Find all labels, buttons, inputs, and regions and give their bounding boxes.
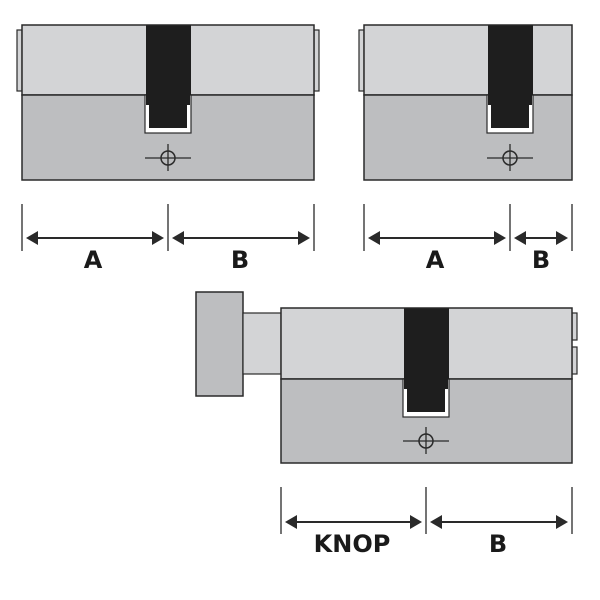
dimension-label-b: B: [231, 246, 249, 274]
cylinder-top-body: [363, 24, 573, 96]
dimension-label-b: B: [489, 530, 507, 558]
arrow-right-icon: [556, 231, 568, 245]
knob-cylinder: [195, 291, 578, 534]
arrow-left-icon: [430, 515, 442, 529]
cam-notch: [404, 379, 407, 389]
knob: [195, 291, 244, 397]
cam: [407, 379, 445, 412]
cam: [149, 95, 187, 128]
knob-shaft: [242, 312, 282, 375]
crosshair-icon: [502, 150, 518, 166]
dimension-label-a: A: [84, 246, 103, 274]
cam-notch: [488, 95, 491, 105]
half-cylinder: [358, 24, 573, 251]
cam-slot: [404, 308, 449, 380]
crosshair-icon: [418, 433, 434, 449]
arrow-right-icon: [298, 231, 310, 245]
cam-slot: [488, 25, 533, 96]
arrow-right-icon: [410, 515, 422, 529]
cam: [491, 95, 529, 128]
arrow-left-icon: [368, 231, 380, 245]
dimension-label-b: B: [532, 246, 550, 274]
cylinder-bottom-body: [363, 94, 573, 181]
cam-notch: [187, 95, 190, 105]
cam-notch: [146, 95, 149, 105]
arrow-right-icon: [152, 231, 164, 245]
arrow-left-icon: [514, 231, 526, 245]
cam-notch: [445, 379, 448, 389]
arrow-left-icon: [285, 515, 297, 529]
cam-slot: [146, 25, 191, 96]
arrow-left-icon: [172, 231, 184, 245]
arrow-right-icon: [556, 515, 568, 529]
dimension-label-a: A: [426, 246, 445, 274]
crosshair-icon: [160, 150, 176, 166]
cam-notch: [529, 95, 532, 105]
double-cylinder: [16, 24, 320, 251]
arrow-right-icon: [494, 231, 506, 245]
arrow-left-icon: [26, 231, 38, 245]
dimension-label-knop: KNOP: [314, 530, 391, 558]
